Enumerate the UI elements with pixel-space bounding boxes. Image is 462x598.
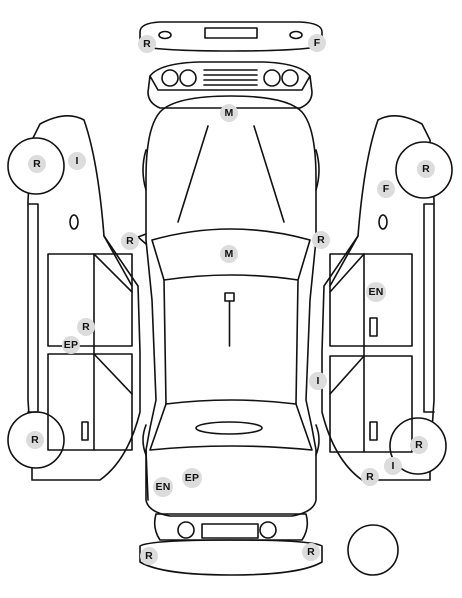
mark-trunk-left[interactable]: EN bbox=[153, 477, 173, 497]
mark-right-rear-quarter-upper[interactable]: I bbox=[384, 457, 402, 475]
mark-right-b-pillar[interactable]: I bbox=[309, 372, 327, 390]
svg-text:I: I bbox=[75, 155, 78, 167]
spare-wheel[interactable] bbox=[347, 524, 399, 576]
svg-text:F: F bbox=[314, 37, 321, 49]
mark-left-sill[interactable]: EP bbox=[62, 336, 80, 354]
rear-bumper[interactable] bbox=[139, 539, 323, 576]
mark-front-bumper-right[interactable]: F bbox=[308, 34, 326, 52]
mark-right-rear-quarter-lower[interactable]: R bbox=[361, 468, 379, 486]
svg-text:R: R bbox=[366, 471, 374, 483]
svg-text:I: I bbox=[391, 460, 394, 472]
svg-text:R: R bbox=[33, 158, 41, 170]
mark-left-front-wheel[interactable]: R bbox=[28, 155, 46, 173]
svg-text:R: R bbox=[317, 234, 325, 246]
mark-front-bumper-left[interactable]: R bbox=[138, 35, 156, 53]
svg-text:R: R bbox=[31, 434, 39, 446]
mark-left-mirror[interactable]: R bbox=[121, 232, 139, 250]
mark-left-front-fender[interactable]: I bbox=[68, 152, 86, 170]
svg-text:I: I bbox=[316, 375, 319, 387]
rear-lights-strip[interactable] bbox=[153, 513, 309, 541]
svg-text:EP: EP bbox=[185, 472, 199, 484]
front-grille[interactable] bbox=[147, 61, 313, 109]
mark-left-door-handle[interactable]: R bbox=[77, 318, 95, 336]
svg-text:M: M bbox=[225, 107, 234, 119]
svg-text:EN: EN bbox=[369, 286, 384, 298]
mark-right-mirror[interactable]: R bbox=[312, 231, 330, 249]
mark-rear-bumper-left[interactable]: R bbox=[140, 547, 158, 565]
mark-hood[interactable]: M bbox=[220, 104, 238, 122]
mark-rear-bumper-right[interactable]: R bbox=[302, 543, 320, 561]
left-side-view[interactable] bbox=[7, 115, 141, 481]
mark-right-front-door[interactable]: EN bbox=[366, 282, 386, 302]
mark-right-front-wheel[interactable]: R bbox=[417, 160, 435, 178]
svg-text:EN: EN bbox=[156, 481, 171, 493]
right-side-view[interactable] bbox=[321, 115, 453, 481]
mark-left-rear-wheel[interactable]: R bbox=[26, 431, 44, 449]
svg-text:R: R bbox=[415, 439, 423, 451]
front-bumper-strip[interactable] bbox=[139, 21, 323, 52]
damage-marks: R F M R R M R I bbox=[26, 34, 435, 565]
svg-text:R: R bbox=[82, 321, 90, 333]
svg-text:R: R bbox=[307, 546, 315, 558]
svg-text:R: R bbox=[126, 235, 134, 247]
svg-text:R: R bbox=[143, 38, 151, 50]
svg-text:R: R bbox=[422, 163, 430, 175]
mark-roof[interactable]: M bbox=[220, 245, 238, 263]
mark-right-front-fender[interactable]: F bbox=[377, 180, 395, 198]
mark-trunk-right[interactable]: EP bbox=[182, 468, 202, 488]
svg-text:M: M bbox=[225, 248, 234, 260]
car-top-view[interactable] bbox=[137, 95, 325, 517]
svg-text:R: R bbox=[145, 550, 153, 562]
mark-right-rear-wheel[interactable]: R bbox=[410, 436, 428, 454]
svg-text:EP: EP bbox=[64, 339, 78, 351]
svg-text:F: F bbox=[383, 183, 390, 195]
